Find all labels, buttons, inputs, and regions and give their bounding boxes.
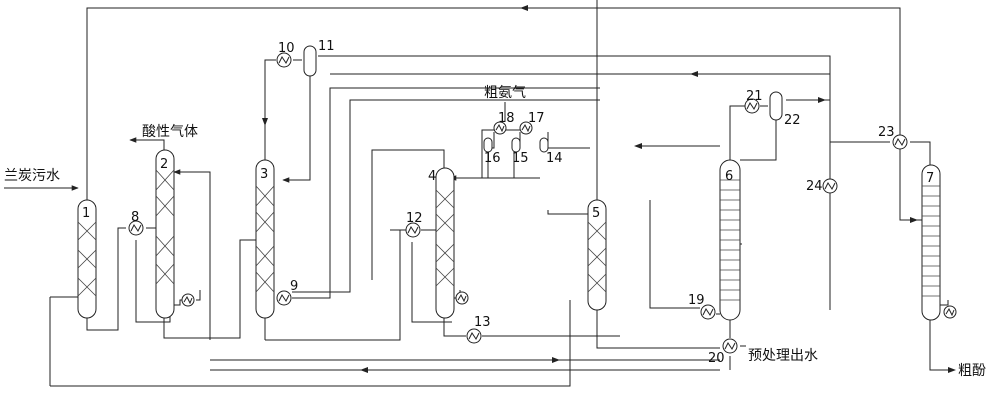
pipe-6-top — [729, 105, 745, 160]
label-acid-gas: 酸性气体 — [142, 124, 198, 140]
equipment-numbers: 1 2 3 4 5 6 7 8 9 10 11 12 13 14 15 16 1… — [82, 39, 934, 366]
label-23: 23 — [878, 125, 895, 140]
label-7: 7 — [926, 171, 934, 186]
exchanger-8 — [128, 220, 144, 236]
flow-arrow — [818, 97, 826, 103]
label-16: 16 — [484, 151, 501, 166]
pipe-11-down — [282, 72, 311, 183]
label-11: 11 — [318, 39, 335, 54]
pipe-7-side — [899, 148, 922, 221]
label-1: 1 — [82, 206, 90, 221]
label-8: 8 — [131, 210, 139, 225]
pipe-9-loop — [265, 229, 408, 341]
label-6: 6 — [725, 169, 733, 184]
pipe-2-to-3 — [163, 239, 258, 339]
label-20: 20 — [708, 351, 725, 366]
column-1 — [77, 199, 97, 319]
reboiler-2 — [181, 293, 195, 307]
drum-11 — [303, 45, 317, 77]
exchanger-18 — [493, 121, 507, 135]
label-feed: 兰炭污水 — [4, 168, 60, 184]
drum-15 — [511, 137, 521, 153]
exchanger-12 — [405, 222, 421, 238]
flow-arrow — [948, 367, 956, 373]
column-7 — [921, 164, 941, 321]
label-13: 13 — [474, 315, 491, 330]
label-14: 14 — [546, 151, 563, 166]
heat-exchangers — [128, 52, 957, 354]
label-3: 3 — [260, 167, 268, 182]
pipe-7-reboiler — [940, 300, 949, 306]
drum-14 — [539, 137, 549, 153]
label-12: 12 — [406, 211, 423, 226]
pipe-2-feed-right — [173, 169, 211, 340]
exchanger-10 — [276, 52, 292, 68]
pipe-11-right — [318, 55, 831, 310]
pipe-acid-gas — [129, 137, 165, 150]
reboiler-7 — [943, 305, 957, 319]
flow-arrow — [910, 217, 918, 223]
label-17: 17 — [528, 111, 545, 126]
column-3 — [255, 159, 275, 319]
flow-arrow — [360, 367, 368, 373]
pipe-4-top — [371, 149, 445, 280]
flow-arrow — [262, 118, 268, 126]
exchanger-23 — [892, 134, 908, 150]
label-18: 18 — [498, 111, 515, 126]
label-5: 5 — [592, 206, 600, 221]
label-9: 9 — [290, 279, 298, 294]
pipe-5-feed — [547, 210, 588, 215]
label-21: 21 — [746, 89, 763, 104]
label-crude-ammonia: 粗氨气 — [484, 85, 526, 101]
drum-16 — [483, 137, 493, 153]
pipe-4-bottom — [443, 318, 466, 337]
pipe-1-bottom — [86, 227, 126, 331]
pipe-22-down — [740, 118, 777, 161]
piping — [4, 0, 956, 387]
flow-arrow — [520, 5, 528, 11]
drum-22 — [769, 91, 783, 121]
column-2 — [155, 149, 175, 319]
pipe-5-bottom — [596, 310, 720, 349]
exchanger-20 — [722, 338, 738, 354]
pipe-crude-phenol — [929, 318, 952, 371]
pipe-9-to-right — [292, 87, 600, 299]
reboiler-4 — [455, 291, 469, 305]
exchanger-24 — [822, 178, 838, 194]
flow-arrow — [634, 143, 642, 149]
flow-arrow — [552, 357, 560, 363]
pipe-9-lower — [292, 99, 600, 293]
pipe-19-loop — [649, 200, 700, 309]
pipe-bottom-long — [50, 300, 571, 387]
pipe-3-top — [264, 59, 276, 160]
label-10: 10 — [278, 41, 295, 56]
column-6 — [719, 159, 741, 321]
exchanger-17 — [519, 121, 533, 135]
stream-labels: 兰炭污水 酸性气体 粗氨气 预处理出水 粗酚 — [4, 85, 986, 379]
column-5 — [587, 199, 607, 311]
exchanger-9 — [276, 290, 292, 306]
label-15: 15 — [512, 151, 529, 166]
label-2: 2 — [160, 157, 168, 172]
label-crude-phenol: 粗酚 — [958, 363, 986, 379]
label-pretreated-water: 预处理出水 — [748, 348, 818, 364]
pipe-4-side — [411, 242, 452, 323]
exchanger-13 — [466, 328, 482, 344]
pipe-top-loop — [86, 7, 901, 200]
label-4: 4 — [428, 169, 436, 184]
pipe-2-reboiler-b — [196, 290, 201, 301]
flow-arrow — [690, 71, 698, 77]
pipe-ammonia-header — [481, 129, 520, 178]
label-24: 24 — [806, 179, 823, 194]
label-19: 19 — [688, 293, 705, 308]
pipe-23-out — [910, 141, 931, 165]
exchanger-19 — [700, 304, 716, 320]
exchanger-21 — [744, 98, 760, 114]
column-4 — [435, 167, 455, 319]
label-22: 22 — [784, 113, 801, 128]
